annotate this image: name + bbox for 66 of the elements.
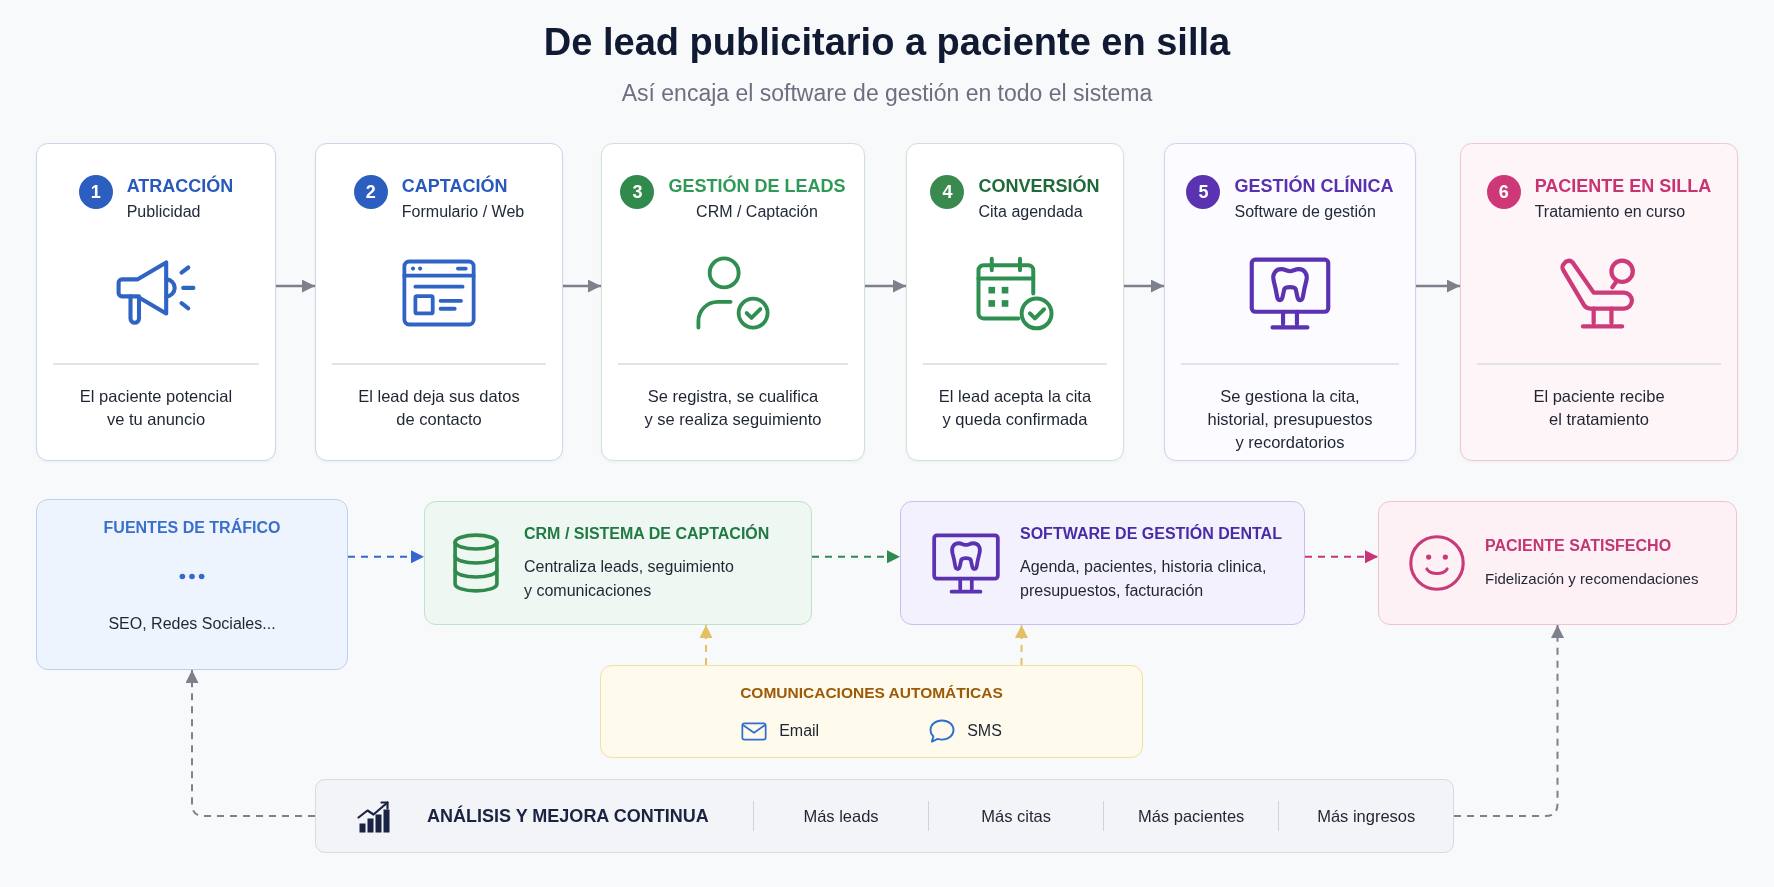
step-number: 6 xyxy=(1486,175,1521,209)
card-description: Fidelización y recomendaciones xyxy=(1485,569,1699,589)
step-description: Se registra, se cualifica y se realiza seguimiento xyxy=(643,385,823,430)
step-title: GESTIÓN DE LEADS xyxy=(668,174,846,198)
step-number: 3 xyxy=(620,175,655,209)
bar-title: ANÁLISIS Y MEJORA CONTINUA xyxy=(427,804,709,828)
step-subtitle: Publicidad xyxy=(126,202,201,222)
metric-label: Más citas xyxy=(981,806,1051,827)
step-card xyxy=(36,143,276,461)
analytics-bar xyxy=(315,779,1454,853)
step-title: GESTIÓN CLÍNICA xyxy=(1234,174,1394,198)
arrow xyxy=(1416,279,1460,293)
step-title: PACIENTE EN SILLA xyxy=(1534,175,1712,198)
dashed-arrow xyxy=(1453,624,1564,817)
step-description: El paciente recibe el tratamiento xyxy=(1532,385,1666,430)
step-subtitle: CRM / Captación xyxy=(696,202,818,222)
card-description: Agenda, pacientes, historia clinica, presupuestos, facturación xyxy=(1020,557,1268,601)
step-number: 5 xyxy=(1186,175,1221,209)
card-title: SOFTWARE DE GESTIÓN DENTAL xyxy=(1020,523,1282,544)
channel-label: SMS xyxy=(967,721,1002,741)
card-title: PACIENTE SATISFECHO xyxy=(1485,536,1672,556)
communications-panel xyxy=(600,665,1143,758)
step-card xyxy=(1460,143,1738,461)
arrow xyxy=(276,279,315,293)
system-card xyxy=(1378,501,1737,625)
step-number: 1 xyxy=(78,175,113,209)
dashed-arrow xyxy=(811,550,901,564)
step-subtitle: Cita agendada xyxy=(978,202,1083,222)
diagram-title: De lead publicitario a paciente en silla xyxy=(543,20,1231,65)
traffic-sources-card xyxy=(36,499,348,670)
step-description: El lead acepta la cita y queda confirmada xyxy=(937,385,1093,430)
dashed-arrow xyxy=(185,669,316,817)
arrow xyxy=(563,279,601,293)
card-description: SEO, Redes Sociales... xyxy=(108,614,276,634)
system-card xyxy=(900,501,1305,625)
channel-label: Email xyxy=(779,721,820,741)
step-title: CAPTACIÓN xyxy=(401,174,508,198)
card-description: Centraliza leads, seguimiento y comunicaciones xyxy=(524,557,735,601)
dashed-arrow xyxy=(1015,624,1028,666)
dashed-arrow xyxy=(347,550,425,564)
step-description: El paciente potencial ve tu anuncio xyxy=(78,385,234,430)
diagram-subtitle: Así encaja el software de gestión en todo el sistema xyxy=(621,79,1153,107)
card-title: CRM / SISTEMA DE CAPTACIÓN xyxy=(524,523,770,544)
step-card xyxy=(1164,143,1416,461)
metric-label: Más pacientes xyxy=(1137,806,1245,827)
step-card xyxy=(906,143,1124,461)
step-number: 4 xyxy=(930,175,965,209)
dashed-arrow xyxy=(1304,550,1379,564)
system-card xyxy=(424,501,812,625)
arrow xyxy=(1124,279,1164,293)
step-card xyxy=(315,143,563,461)
step-subtitle: Tratamiento en curso xyxy=(1534,202,1686,222)
step-description: Se gestiona la cita, historial, presupuestos y recordatorios xyxy=(1206,385,1374,453)
metric-label: Más ingresos xyxy=(1317,806,1416,827)
step-title: CONVERSIÓN xyxy=(978,174,1100,198)
arrow xyxy=(865,279,906,293)
step-subtitle: Formulario / Web xyxy=(401,202,525,222)
step-card xyxy=(601,143,865,461)
step-title: ATRACCIÓN xyxy=(126,174,234,198)
step-number: 2 xyxy=(353,175,388,209)
metric-label: Más leads xyxy=(803,806,879,827)
dashed-arrow xyxy=(699,624,713,666)
step-subtitle: Software de gestión xyxy=(1234,202,1376,222)
panel-title: COMUNICACIONES AUTOMÁTICAS xyxy=(740,683,1003,703)
card-title: FUENTES DE TRÁFICO xyxy=(103,518,281,538)
step-description: El lead deja sus datos de contacto xyxy=(357,385,521,430)
